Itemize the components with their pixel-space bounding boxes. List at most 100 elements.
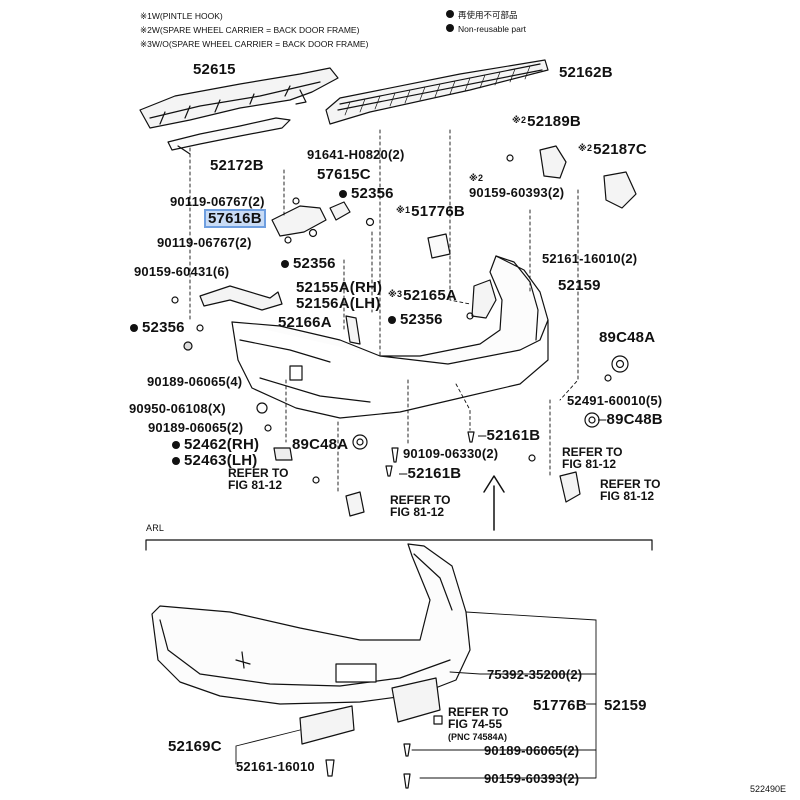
diagram-id: 522490E [749,784,786,794]
part-57615C[interactable]: 57615C [317,166,371,183]
part-52159-top[interactable]: 52159 [558,277,601,294]
side-brackets-drawing [506,145,637,209]
part-90159-60393-lower[interactable]: 90159-60393(2) [484,771,580,786]
part-52161B-a[interactable]: –52161B [478,427,541,444]
part-52159-lower[interactable]: 52159 [604,697,647,714]
part-89C48B[interactable]: –89C48B [598,411,663,428]
part-57616B-highlighted[interactable]: 57616B [204,209,266,228]
non-reusable-icon [172,457,180,465]
part-52187C-text: 52187C [593,141,647,158]
part-90109-06330[interactable]: 90109-06330(2) [403,446,499,461]
part-52463-text: 52463(LH) [184,452,258,469]
part-52356-d-text: 52356 [142,319,185,336]
non-reusable-icon [130,324,138,332]
note-2: ※2W(SPARE WHEEL CARRIER = BACK DOOR FRAM… [140,26,359,35]
part-90119-06767-a[interactable]: 90119-06767(2) [170,194,265,209]
part-52356-c[interactable]: 52356 [388,312,443,327]
part-90189-06065-lower[interactable]: 90189-06065(2) [484,743,580,758]
part-52161B-b-text: 52161B [407,465,462,482]
ref-line-2: FIG 74-55 [448,717,503,731]
part-51776B-lower[interactable]: 51776B [533,697,587,714]
ref-line-1: REFER TO [600,477,661,491]
part-52356-b[interactable]: 52356 [281,256,336,271]
part-75392-35200[interactable]: 75392-35200(2) [487,667,583,682]
section-label-arl: ARL [146,523,165,533]
ref-line-1: REFER TO [390,493,451,507]
part-90950-06108[interactable]: 90950-06108(X) [129,401,226,416]
part-52187C[interactable]: ※252187C [578,142,647,157]
part-52356-a-text: 52356 [351,185,394,202]
part-52161B-b[interactable]: –52161B [399,465,462,482]
part-90189-06065-2[interactable]: 90189-06065(2) [148,420,244,435]
non-reusable-icon [339,190,347,198]
part-52189B-text: 52189B [527,113,581,130]
part-52615[interactable]: 52615 [193,61,236,78]
note-3: ※3W/O(SPARE WHEEL CARRIER = BACK DOOR FR… [140,40,368,49]
non-reusable-jp-text: 再使用不可部品 [458,10,518,20]
part-52172B[interactable]: 52172B [210,157,264,174]
lower-parts-drawing [299,677,443,789]
part-52161-16010-lower[interactable]: 52161-16010 [236,759,315,774]
bumper-cover-lower-drawing [151,543,471,705]
part-90159-60393-top[interactable]: ※2 90159-60393(2) [469,172,564,199]
ref-line-2: FIG 81-12 [562,457,617,471]
part-52161-16010-top[interactable]: 52161-16010(2) [542,251,638,266]
bracket-57616B-drawing [271,197,375,244]
step-pad-52162B-drawing [325,59,549,125]
part-52462[interactable]: 52462(RH) [172,437,259,452]
mark-2: ※2 [512,115,527,125]
mark-1: ※1 [396,205,411,215]
note-2-mark: ※2 [140,25,152,35]
ref-line-1: REFER TO [448,705,509,719]
part-52155A[interactable]: 52155A(RH) [296,279,383,296]
part-52169C[interactable]: 52169C [168,738,222,755]
note-3-text: W/O(SPARE WHEEL CARRIER = BACK DOOR FRAM… [151,39,369,49]
ref-line-2: FIG 81-12 [390,505,445,519]
part-90159-60431[interactable]: 90159-60431(6) [134,264,230,279]
part-90119-06767-b[interactable]: 90119-06767(2) [157,235,252,250]
note-1-mark: ※1 [140,11,152,21]
non-reusable-icon [388,316,396,324]
note-1-text: W(PINTLE HOOK) [151,11,223,21]
part-52189B[interactable]: ※252189B [512,114,581,129]
part-91641-H0820[interactable]: 91641-H0820(2) [307,147,405,162]
mark-2: ※2 [469,173,484,183]
part-89C48A-mid[interactable]: 89C48A [292,436,349,453]
part-90189-06065-4[interactable]: 90189-06065(4) [147,374,243,389]
part-52166A[interactable]: 52166A [278,314,332,331]
section-arrow [483,475,505,531]
part-52356-d[interactable]: 52356 [130,320,185,335]
note-3-mark: ※3 [140,39,152,49]
leader-lines [189,129,579,493]
ref-line-1: REFER TO [228,466,289,480]
bullet-icon [446,10,454,18]
part-52356-b-text: 52356 [293,255,336,272]
part-51776B[interactable]: ※151776B [396,204,465,219]
part-90159-60393-top-text: 90159-60393(2) [469,185,565,200]
non-reusable-icon [172,441,180,449]
part-52165A[interactable]: ※352165A [388,288,457,303]
bumper-cover-upper-drawing [231,255,549,419]
non-reusable-en: Non-reusable part [446,24,526,34]
non-reusable-en-text: Non-reusable part [458,24,527,34]
bullet-icon [446,24,454,32]
ref-line-2: FIG 81-12 [600,489,655,503]
part-52463[interactable]: 52463(LH) [172,453,258,468]
ref-line-1: REFER TO [562,445,623,459]
part-52356-a[interactable]: 52356 [339,186,394,201]
part-52162B[interactable]: 52162B [559,64,613,81]
non-reusable-icon [281,260,289,268]
part-89C48B-text: 89C48B [606,411,663,428]
part-52156A[interactable]: 52156A(LH) [296,295,381,312]
fasteners-drawing [183,312,629,484]
part-89C48A-right[interactable]: 89C48A [599,329,656,346]
part-52491-60010[interactable]: 52491-60010(5) [567,393,663,408]
retainer-52155A-drawing [171,285,283,311]
